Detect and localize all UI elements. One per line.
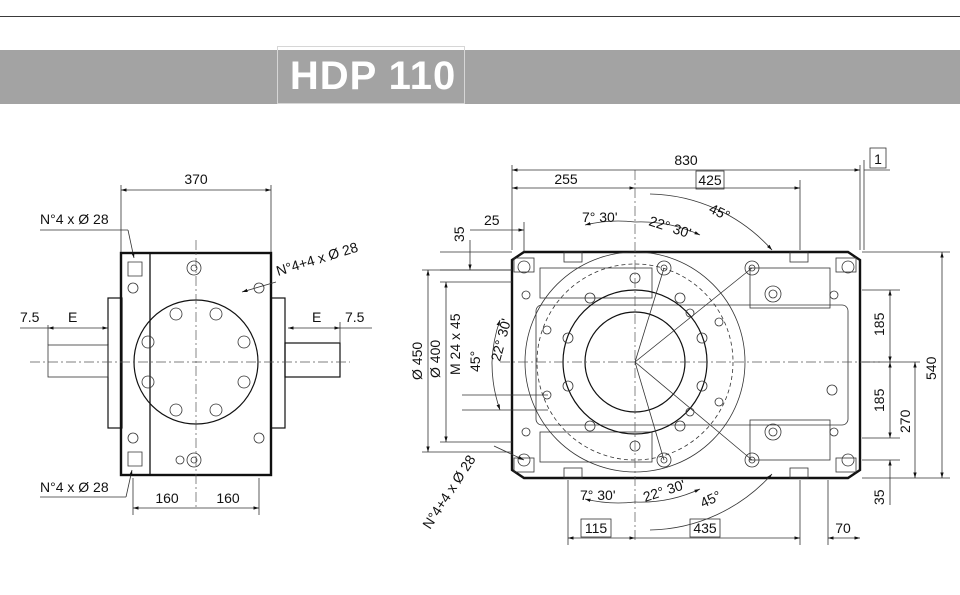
drawing-title: HDP 110 [289,54,457,98]
plate-inner-rect [535,304,849,426]
side-right-boss [270,297,286,429]
dim-270: 270 [897,409,913,433]
angle-7-30-top: 7° 30' [582,209,618,225]
side-left-flange [121,252,151,476]
angle-45-bottom: 45° [698,487,724,510]
title-banner [0,50,960,104]
side-right-flange [242,252,272,476]
dim-255: 255 [554,171,578,187]
dim-dia-400: Ø 400 [427,340,443,378]
dim-70: 70 [835,520,851,536]
plan-view: 830 1 255 425 25 35 7° 30' 22° 30' 45° Ø… [409,147,950,545]
title-frame [277,46,465,104]
dim-35-top: 35 [451,226,467,242]
dim-tolerance-1: 1 [874,151,882,167]
dim-185-top: 185 [871,312,887,336]
dim-185-bottom: 185 [871,388,887,412]
top-rule [0,16,960,17]
side-view: 370 N°4 x Ø 28 N°4+4 x Ø 28 7.5 E E 7.5 … [20,171,372,515]
dim-25: 25 [484,212,500,228]
dim-115: 115 [585,520,608,536]
angle-22-30-left: 22° 30' [487,317,514,363]
dim-right-E: E [312,309,321,325]
dim-thread: M 24 x 45 [447,313,463,375]
dim-435: 435 [693,520,717,536]
dim-left-7-5: 7.5 [20,309,40,325]
dim-160-left: 160 [155,490,179,506]
side-left-shaft [47,344,109,378]
dim-830: 830 [674,152,698,168]
label-holes-side: N°4+4 x Ø 28 [274,239,360,279]
bolt-circle [536,263,734,461]
angle-22-30-top: 22° 30' [647,213,693,242]
label-holes-diag: N°4+4 x Ø 28 [419,452,479,532]
dim-dia-450: Ø 450 [409,342,425,380]
side-right-shaft [284,342,341,378]
angle-45-top: 45° [707,200,733,223]
tolerance-box [869,147,887,169]
label-holes-bottom: N°4 x Ø 28 [40,479,109,495]
dim-540: 540 [923,356,939,380]
angle-45-left: 45° [467,351,483,372]
dim-370: 370 [184,171,208,187]
label-holes-top: N°4 x Ø 28 [40,211,109,227]
angle-7-30-bottom: 7° 30' [580,487,616,503]
dim-left-E: E [68,309,77,325]
dim-35-right: 35 [871,489,887,505]
base-plate-outline [510,250,862,480]
dim-160-right: 160 [216,490,240,506]
dim-425: 425 [698,172,722,188]
dim-right-7-5: 7.5 [345,309,365,325]
